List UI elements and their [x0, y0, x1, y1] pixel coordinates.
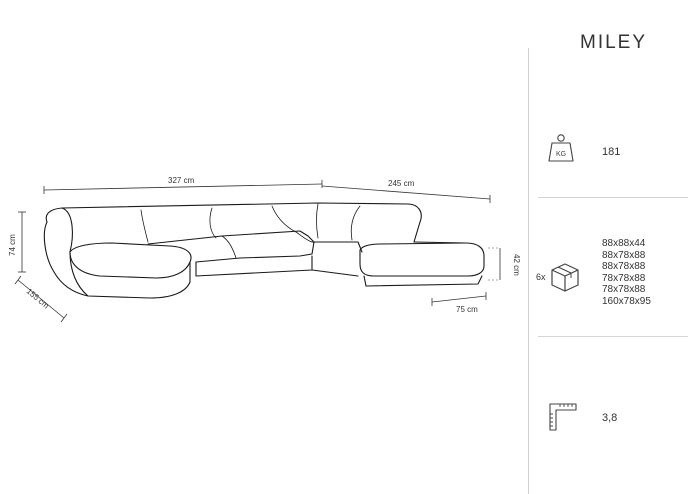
depth-label: 155 cm — [25, 287, 51, 311]
sofa-outline — [43, 202, 485, 299]
side-length-dimension: 245 cm — [321, 179, 491, 203]
divider-2 — [538, 336, 688, 337]
seat-depth-dimension: 75 cm — [431, 292, 487, 314]
height-label: 74 cm — [8, 234, 17, 256]
package-count: 6x — [536, 272, 546, 282]
depth-dimension: 155 cm — [14, 275, 68, 323]
weight-value: 181 — [602, 146, 621, 158]
height-dimension: 74 cm — [8, 211, 26, 273]
package-sizes-list: 88x88x44 88x78x88 88x78x88 78x78x88 78x7… — [602, 238, 651, 308]
seat-depth-label: 75 cm — [456, 305, 478, 314]
divider-1 — [538, 197, 688, 198]
package-size: 160x78x95 — [602, 295, 651, 307]
seat-height-icon — [548, 402, 578, 432]
package-size: 78x78x88 — [602, 272, 646, 284]
package-size: 88x78x88 — [602, 249, 646, 261]
vertical-divider — [528, 48, 529, 494]
product-title: MILEY — [580, 32, 648, 53]
width-dimension: 327 cm — [43, 176, 323, 194]
side-length-label: 245 cm — [388, 179, 415, 188]
weight-icon-text: KG — [556, 151, 566, 158]
weight-kg-icon: KG — [546, 132, 576, 164]
width-label: 327 cm — [168, 176, 195, 185]
sofa-drawing: 327 cm 245 cm 74 cm 155 cm 75 cm — [8, 176, 521, 323]
seat-height-dimension: 42 cm — [488, 247, 521, 281]
package-size: 88x88x44 — [602, 238, 646, 249]
package-box-icon — [549, 261, 581, 293]
package-size: 78x78x88 — [602, 284, 646, 296]
package-size: 88x78x88 — [602, 261, 646, 273]
seat-height-label: 42 cm — [512, 254, 521, 276]
seat-height-value: 3,8 — [602, 412, 618, 424]
